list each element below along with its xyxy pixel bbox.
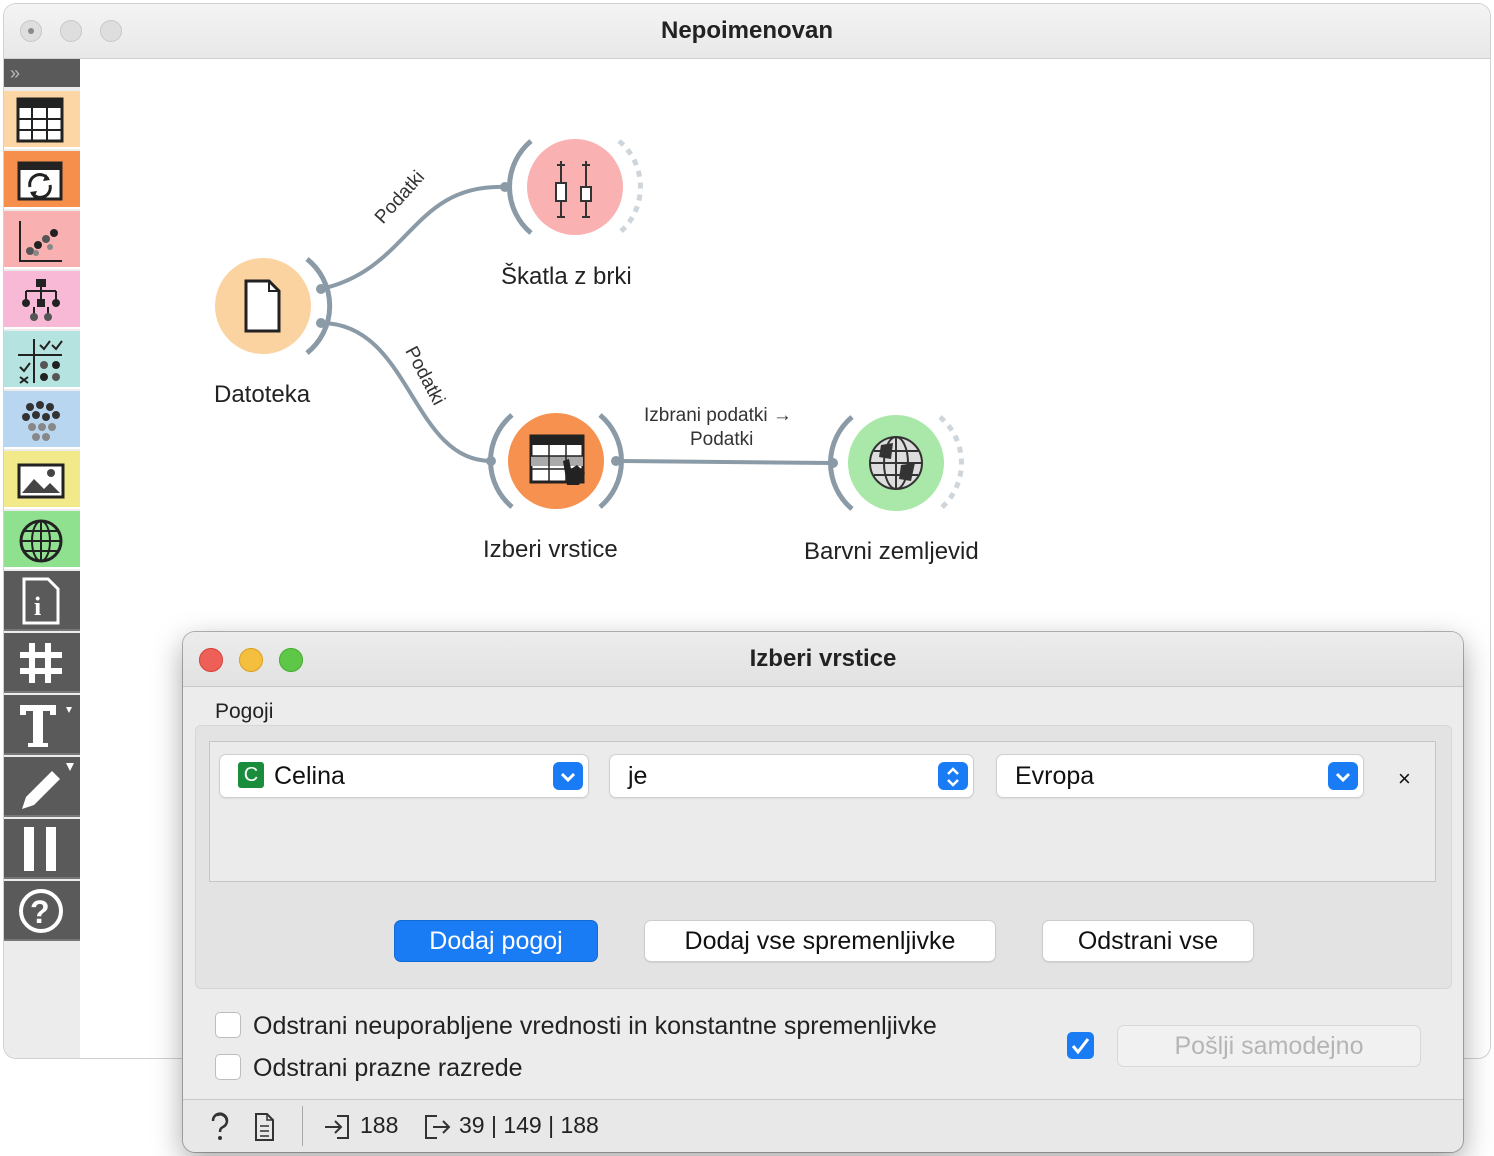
conditions-group: C Celina je Evropa × Dodaj pogoj Dodaj vs… (195, 725, 1452, 989)
select-rows-dialog: Izberi vrstice Pogoji C Celina je Evropa … (183, 632, 1463, 1152)
auto-send-checkbox[interactable] (1067, 1032, 1094, 1059)
node-label-datoteka: Datoteka (214, 381, 311, 408)
operator-select-value: je (628, 762, 648, 790)
dialog-titlebar: Izberi vrstice (183, 632, 1463, 687)
clusters-icon (22, 401, 60, 441)
file-icon (244, 279, 281, 333)
toolbox-expand-button[interactable]: » (4, 59, 80, 87)
node-izberi-vrstice[interactable] (488, 413, 624, 509)
node-skatla-z-brki[interactable] (507, 139, 643, 235)
category-visualize[interactable] (4, 211, 80, 269)
category-transform[interactable] (4, 151, 80, 209)
remove-unused-checkbox[interactable] (215, 1012, 241, 1039)
window-titlebar: Nepoimenovan (4, 4, 1490, 59)
node-datoteka[interactable] (215, 257, 333, 355)
add-condition-button[interactable]: Dodaj pogoj (395, 921, 597, 961)
link-label-izbrani-podatki: Izbrani podatki → (644, 405, 792, 426)
minimize-window-button[interactable] (60, 20, 82, 42)
input-icon (325, 1115, 349, 1139)
tool-info[interactable]: i (4, 571, 80, 631)
tool-help[interactable]: ? (4, 881, 80, 941)
remove-unused-option[interactable]: Odstrani neuporabljene vrednosti in kons… (215, 1012, 937, 1041)
dialog-close-button[interactable] (199, 648, 223, 672)
output-counts: 39 | 149 | 188 (459, 1112, 599, 1138)
node-label-izberi-vrstice: Izberi vrstice (483, 536, 618, 563)
categorical-variable-icon: C (238, 762, 264, 789)
tool-pause[interactable] (4, 819, 80, 879)
node-label-barvni-zemljevid: Barvni zemljevid (804, 538, 979, 565)
link-datoteka-skatla[interactable] (320, 184, 506, 291)
image-icon (17, 463, 65, 499)
output-icon (425, 1115, 451, 1139)
conditions-group-label: Pogoji (215, 700, 274, 723)
variable-select-value: Celina (274, 762, 345, 790)
dialog-zoom-button[interactable] (279, 648, 303, 672)
category-unsupervised[interactable] (4, 391, 80, 449)
operator-select[interactable]: je (610, 755, 973, 797)
close-window-button[interactable] (20, 20, 42, 42)
help-icon[interactable] (207, 1112, 233, 1142)
select-rows-icon (529, 434, 585, 485)
widget-toolbox: » i (4, 59, 80, 1058)
tool-pencil[interactable] (4, 757, 80, 817)
data-table-icon (16, 97, 64, 143)
chevron-down-icon (1328, 762, 1358, 790)
dialog-title: Izberi vrstice (749, 645, 897, 672)
remove-unused-label: Odstrani neuporabljene vrednosti in kons… (253, 1012, 937, 1040)
input-count: 188 (360, 1112, 399, 1138)
remove-empty-option[interactable]: Odstrani prazne razrede (215, 1054, 523, 1083)
tool-grid[interactable] (4, 633, 80, 693)
link-datoteka-izberi[interactable] (320, 321, 492, 463)
remove-all-button[interactable]: Odstrani vse (1043, 921, 1253, 961)
tree-model-icon (22, 279, 60, 321)
dialog-minimize-button[interactable] (239, 648, 263, 672)
tool-text[interactable] (4, 695, 80, 755)
svg-text:?: ? (30, 894, 50, 930)
remove-empty-label: Odstrani prazne razrede (253, 1054, 523, 1082)
zoom-window-button[interactable] (100, 20, 122, 42)
transform-icon (17, 161, 63, 201)
category-model[interactable] (4, 271, 80, 329)
globe-icon (869, 436, 923, 490)
checkmark-icon (1071, 1038, 1090, 1055)
category-evaluate[interactable] (4, 331, 80, 389)
category-image[interactable] (4, 451, 80, 509)
canvas-links (215, 139, 964, 511)
report-document-icon[interactable] (253, 1112, 277, 1142)
add-all-variables-button[interactable]: Dodaj vse spremenljivke (645, 921, 995, 961)
hash-icon (20, 643, 62, 683)
node-label-skatla-z-brki: Škatla z brki (501, 263, 632, 290)
category-geo[interactable] (4, 511, 80, 569)
window-title: Nepoimenovan (660, 17, 834, 44)
value-select[interactable]: Evropa (997, 755, 1363, 797)
remove-empty-checkbox[interactable] (215, 1054, 241, 1081)
help-icon: ? (19, 889, 63, 933)
scatter-plot-icon (19, 221, 62, 262)
globe-icon (19, 519, 63, 563)
send-automatically-button[interactable]: Pošlji samodejno (1118, 1026, 1420, 1066)
node-barvni-zemljevid[interactable] (828, 415, 964, 511)
conditions-list: C Celina je Evropa × (209, 741, 1436, 882)
box-plot-icon (555, 161, 592, 218)
link-label-podatki-3: Podatki (690, 429, 754, 450)
link-izberi-barvni[interactable] (615, 459, 834, 465)
chevron-down-icon (553, 762, 583, 790)
variable-select[interactable]: C Celina (220, 755, 588, 797)
up-down-chevron-icon (938, 762, 968, 790)
status-divider (302, 1106, 303, 1146)
value-select-value: Evropa (1015, 762, 1095, 790)
remove-condition-button[interactable]: × (1398, 766, 1411, 791)
status-bar: 188 39 | 149 | 188 (183, 1099, 1463, 1152)
info-document-icon: i (22, 577, 60, 625)
pause-icon (24, 827, 56, 871)
evaluate-icon (18, 339, 63, 384)
pencil-icon (22, 763, 74, 809)
svg-text:i: i (34, 592, 41, 621)
text-tool-icon (20, 705, 72, 747)
category-data[interactable] (4, 91, 80, 149)
